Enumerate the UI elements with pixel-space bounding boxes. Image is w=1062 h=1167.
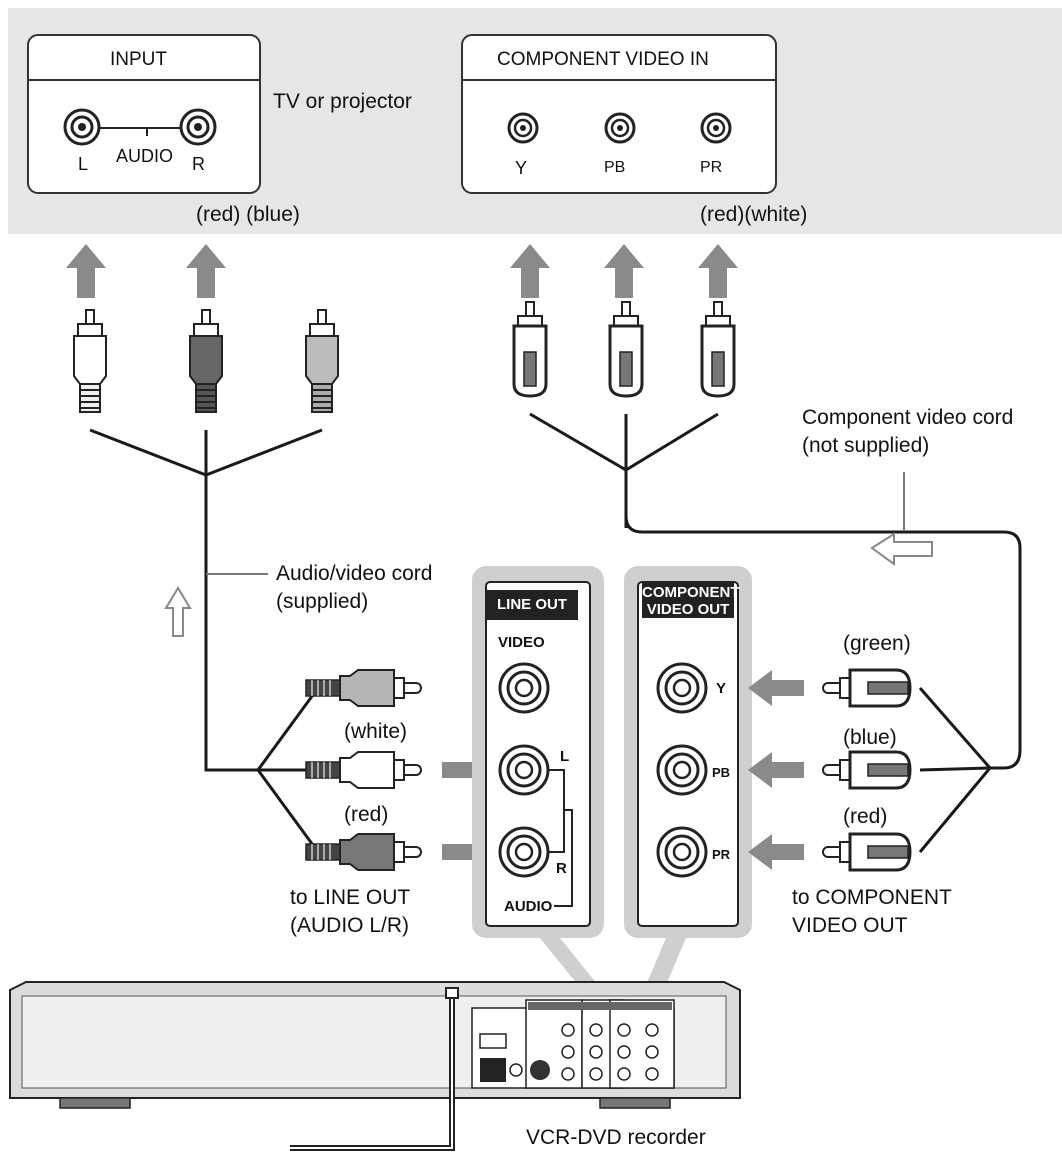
plug-blue-label: (blue): [843, 726, 897, 749]
line-out-r-label: R: [556, 860, 567, 877]
component-plug-pr-top: [700, 300, 736, 398]
tv-input-l-label: L: [78, 154, 89, 174]
av-cord-label: Audio/video cord (supplied): [276, 562, 433, 613]
line-out-title: LINE OUT: [486, 590, 578, 620]
zoom-connectors: [540, 938, 686, 990]
tv-component-title: COMPONENT VIDEO IN: [497, 49, 709, 70]
tv-input-panel: [27, 34, 261, 194]
tv-y-jack: [507, 112, 539, 144]
left-hollow-arrow: [870, 532, 933, 566]
av-plug-grey-top: [305, 309, 339, 413]
tv-input-r-label: R: [192, 154, 205, 174]
up-arrow-pr: [698, 244, 738, 298]
tv-component-colors-label: (red)(white): [700, 203, 808, 226]
to-component-out-label: to COMPONENT VIDEO OUT: [792, 886, 952, 937]
up-arrow-audio-l: [66, 244, 106, 298]
tv-input-title: INPUT: [110, 49, 167, 70]
plug-white-label: (white): [344, 720, 408, 743]
plug-red2-label: (red): [843, 805, 888, 828]
component-plug-y-top: [512, 300, 548, 398]
tv-input-audio-label: AUDIO: [116, 146, 174, 166]
component-out-y-label: Y: [716, 680, 727, 697]
left-arrow-pr: [748, 834, 804, 870]
component-plug-blue: [821, 750, 912, 790]
tv-audio-l-jack: [63, 108, 101, 146]
component-out-pr-label: PR: [712, 847, 731, 862]
line-out-audio-label: AUDIO: [504, 898, 553, 915]
tv-component-y-label: Y: [515, 158, 528, 178]
component-out-y-jack: [656, 662, 708, 714]
left-arrow-y: [748, 670, 804, 706]
tv-audio-colors-label: (red) (blue): [196, 203, 300, 226]
av-plug-video-bottom: [305, 669, 422, 707]
component-out-pb-label: PB: [712, 765, 731, 780]
device-name-label: VCR-DVD recorder: [526, 1126, 706, 1149]
left-arrow-pb: [748, 752, 804, 788]
av-plug-white-bottom: [305, 751, 422, 789]
to-line-out-label: to LINE OUT (AUDIO L/R): [290, 886, 411, 937]
component-plug-red: [821, 832, 912, 872]
up-hollow-arrow: [164, 586, 192, 637]
tv-pb-jack: [604, 112, 636, 144]
line-out-l-jack: [498, 744, 550, 796]
vcr-dvd-recorder: [9, 981, 741, 1109]
component-cord-label: Component video cord (not supplied): [802, 406, 1014, 457]
component-out-pb-jack: [656, 744, 708, 796]
component-plug-pb-top: [608, 300, 644, 398]
tv-component-pb-label: PB: [604, 159, 626, 176]
tv-pr-jack: [700, 112, 732, 144]
line-out-l-label: L: [560, 748, 570, 765]
plug-green-label: (green): [843, 632, 911, 655]
av-plug-red-bottom: [305, 833, 422, 871]
component-cord: [529, 412, 1022, 853]
av-cord: [89, 428, 323, 853]
line-out-panel: [472, 566, 604, 938]
line-out-video-label: VIDEO: [498, 634, 545, 651]
av-plug-white-top: [73, 309, 107, 413]
line-out-r-jack: [498, 826, 550, 878]
tv-audio-r-jack: [179, 108, 217, 146]
component-out-panel: [624, 566, 752, 938]
up-arrow-audio-r: [186, 244, 226, 298]
plug-red-label: (red): [344, 803, 389, 826]
component-out-title: COMPONENT VIDEO OUT: [642, 582, 740, 618]
component-plug-green: [821, 668, 912, 708]
component-out-pr-jack: [656, 826, 708, 878]
line-out-video-jack: [498, 662, 550, 714]
av-plug-dark-top: [189, 309, 223, 413]
up-arrow-y: [510, 244, 550, 298]
tv-component-panel: [461, 34, 777, 194]
tv-component-pr-label: PR: [700, 159, 723, 176]
tv-name-label: TV or projector: [273, 90, 412, 113]
up-arrow-pb: [604, 244, 644, 298]
